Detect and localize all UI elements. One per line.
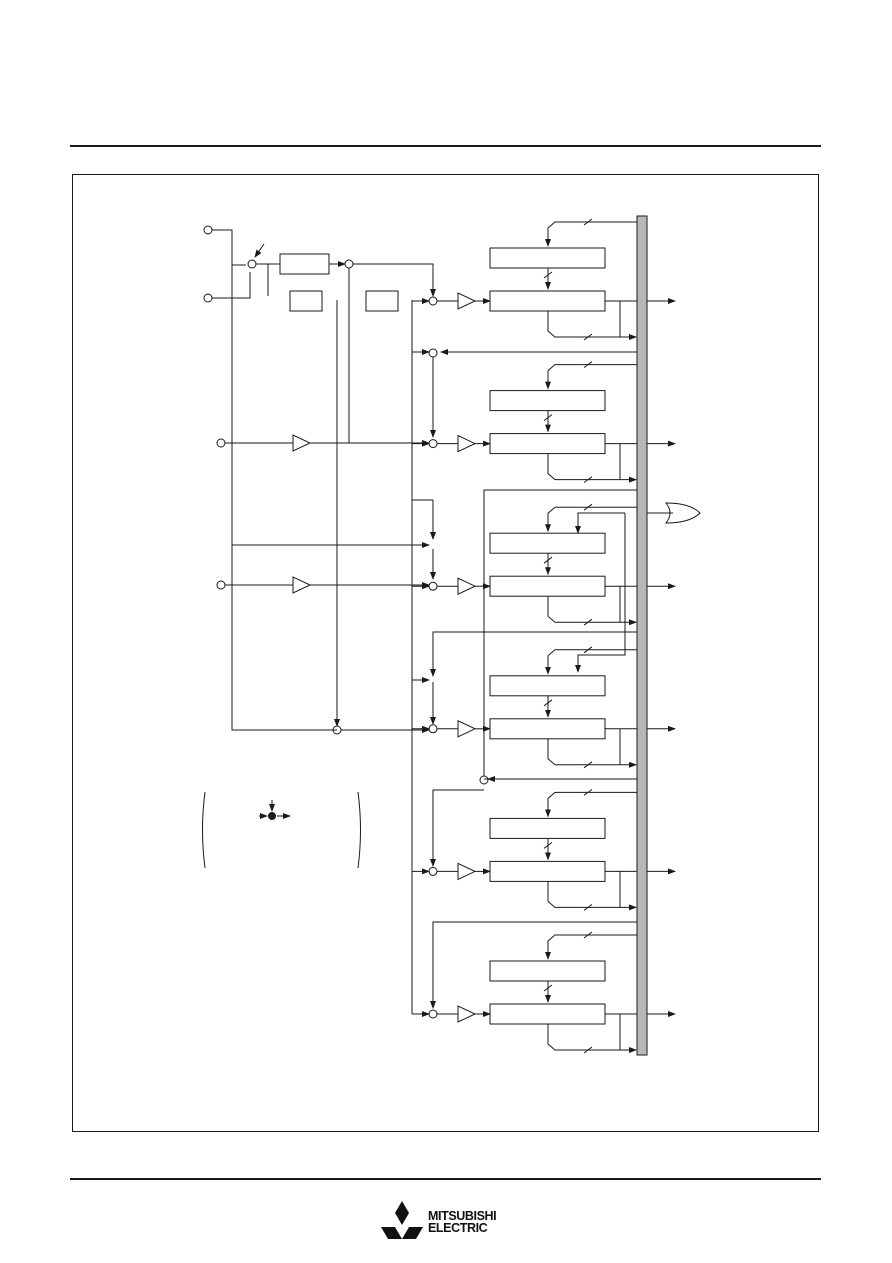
reload-register-1: [489, 247, 606, 269]
mitsubishi-electric-logo: MITSUBISHI ELECTRIC: [380, 1200, 520, 1244]
counter-register-5: [489, 860, 606, 882]
counter-register-6: [489, 1003, 606, 1025]
count-source-switch-5: [428, 866, 438, 876]
count-buffer-1: [457, 292, 477, 310]
input-pin-2: [203, 293, 213, 303]
diagram-frame: [72, 174, 819, 1132]
divider-select-switch: [344, 259, 354, 269]
brand-line-2: ELECTRIC: [428, 1221, 488, 1235]
input-pin-3: [216, 438, 226, 448]
clock-select-switch: [247, 259, 257, 269]
header-rule: [70, 145, 821, 147]
reload-register-6: [489, 960, 606, 982]
input-pin-4: [216, 580, 226, 590]
count-buffer-3: [457, 577, 477, 595]
or-gate: [664, 502, 701, 524]
input-pin-1: [203, 225, 213, 235]
count-source-switch-4: [428, 724, 438, 734]
reload-register-2: [489, 390, 606, 412]
input-buffer-1: [292, 434, 312, 452]
count-source-switch-6: [428, 1009, 438, 1019]
count-buffer-4: [457, 720, 477, 738]
counter-register-2: [489, 433, 606, 455]
data-bus: [636, 215, 648, 1056]
count-source-switch-2: [428, 439, 438, 449]
reload-register-4: [489, 675, 606, 697]
brand-line-1: MITSUBISHI: [428, 1209, 497, 1223]
count-buffer-2: [457, 434, 477, 453]
counter-register-3: [489, 575, 606, 597]
count-buffer-6: [457, 1005, 477, 1023]
footer-rule: [70, 1178, 821, 1180]
counter-register-1: [489, 290, 606, 312]
input-buffer-2: [292, 576, 312, 594]
divider-box-2: [365, 290, 399, 312]
count-buffer-5: [457, 862, 477, 881]
prescaler-box: [279, 253, 330, 275]
reload-register-3: [489, 532, 606, 554]
three-diamonds-icon: [381, 1201, 423, 1239]
count-source-switch-3: [428, 581, 438, 591]
divider-box-1: [289, 290, 323, 312]
reload-register-5: [489, 817, 606, 839]
count-source-switch-1: [428, 296, 438, 306]
counter-register-4: [489, 718, 606, 740]
